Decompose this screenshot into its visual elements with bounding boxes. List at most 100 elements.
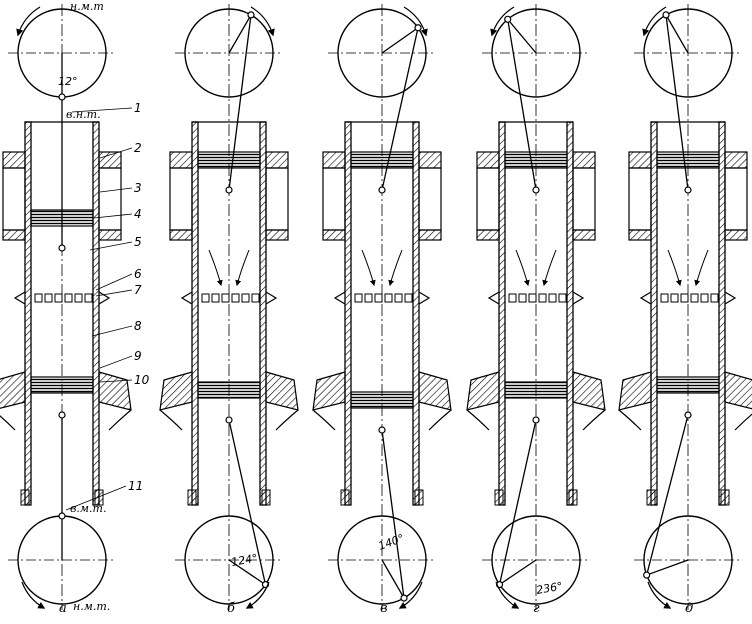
port-window (201, 293, 210, 303)
exhaust-curve (108, 409, 132, 431)
port-window (84, 293, 93, 303)
intake-port-chamber (322, 167, 346, 231)
bottom-flange-right (720, 489, 730, 506)
exhaust-curve (618, 409, 642, 431)
callout-leader-line (99, 379, 133, 383)
intake-flange (476, 151, 500, 169)
upper-crank-arm (665, 14, 689, 54)
port-window (404, 293, 413, 303)
flow-arrow (388, 249, 403, 287)
exhaust-manifold (98, 371, 132, 411)
rotation-arrow-top (490, 6, 515, 37)
engine-panel-536 (466, 4, 606, 610)
exhaust-curve (312, 409, 336, 431)
callout-leader-line (93, 213, 133, 219)
flow-arrow (208, 249, 223, 287)
port-window (394, 293, 403, 303)
exhaust-curve (0, 415, 16, 431)
port-window (548, 293, 557, 303)
callout-leader-line (99, 187, 133, 193)
rotation-arrow-top (403, 6, 428, 37)
pin-joint (414, 24, 422, 32)
callout-5: 5 (134, 235, 142, 249)
flow-arrow (667, 249, 682, 287)
cylinder-wall-right (259, 121, 267, 506)
upper-piston (656, 151, 720, 169)
callout-leader-line (99, 147, 133, 159)
intake-port-chamber (476, 167, 500, 231)
intake-port-chamber (418, 167, 442, 231)
exhaust-curve (275, 409, 299, 431)
exhaust-manifold (265, 371, 299, 411)
middle-flange (333, 291, 346, 305)
intake-flange (628, 151, 652, 169)
exhaust-curve (159, 409, 183, 431)
middle-flange (639, 291, 652, 305)
bottom-dead-center-label: в.м.т. (70, 502, 106, 515)
cylinder-wall-right (92, 121, 100, 506)
bottom-flange-left (187, 489, 197, 506)
upper-connecting-rod (381, 27, 419, 191)
intake-port-bottom (322, 229, 346, 241)
engine-panel-382 (312, 4, 452, 610)
callout-leader-line (91, 325, 133, 337)
port-window (374, 293, 383, 303)
intake-port-bottom (476, 229, 500, 241)
engine-panel-62 (0, 4, 132, 610)
panel-captions: а б в г д (59, 601, 693, 616)
cylinder-wall-left (498, 121, 506, 506)
port-window (231, 293, 240, 303)
middle-flange (13, 291, 26, 305)
intake-flange (724, 151, 748, 169)
rotation-arrow-top (16, 6, 41, 37)
exhaust-manifold (618, 371, 652, 411)
cylinder-wall-left (344, 121, 352, 506)
exhaust-manifold (312, 371, 346, 411)
port-window (211, 293, 220, 303)
port-window (54, 293, 63, 303)
lower-piston (30, 376, 94, 394)
exhaust-curve (734, 413, 752, 431)
intake-port-chamber (572, 167, 596, 231)
top-dead-center-label: н.м.т (70, 0, 104, 13)
exhaust-curve (428, 409, 452, 431)
lower-piston (350, 391, 414, 409)
exhaust-curve (582, 409, 606, 431)
angle-label-v: 140° (377, 532, 406, 553)
exhaust-manifold (724, 371, 752, 410)
callout-leader-line (95, 273, 133, 291)
callout-8: 8 (134, 319, 142, 333)
port-window (528, 293, 537, 303)
callout-leader-line (95, 289, 133, 297)
rotation-arrow-bottom (21, 581, 46, 609)
callout-7: 7 (134, 283, 142, 297)
callout-2: 2 (134, 141, 142, 155)
upper-piston (197, 151, 261, 169)
callout-9: 9 (134, 349, 142, 363)
middle-flange (418, 291, 431, 305)
lower-crank-arm (381, 559, 405, 599)
bottom-flange-right (94, 489, 104, 506)
callout-leader-line (89, 241, 133, 251)
intake-port-chamber (98, 167, 122, 231)
intake-port-chamber (169, 167, 193, 231)
bottom-flange-left (646, 489, 656, 506)
lower-connecting-rod (646, 414, 689, 576)
upper-piston (350, 151, 414, 169)
callout-leader-line (65, 485, 127, 511)
port-window (241, 293, 250, 303)
flow-arrow (542, 249, 557, 287)
engine-panel-229 (159, 4, 299, 610)
intake-port-bottom (628, 229, 652, 241)
intake-port-chamber (2, 167, 26, 231)
port-window (354, 293, 363, 303)
port-window (660, 293, 669, 303)
lower-connecting-rod (228, 419, 267, 585)
pin-joint (378, 186, 386, 194)
lower-connecting-rod (381, 429, 405, 599)
port-window (508, 293, 517, 303)
cylinder-wall-right (718, 121, 726, 506)
rotation-arrow-top (250, 6, 275, 37)
pin-joint (684, 411, 692, 419)
port-window (538, 293, 547, 303)
